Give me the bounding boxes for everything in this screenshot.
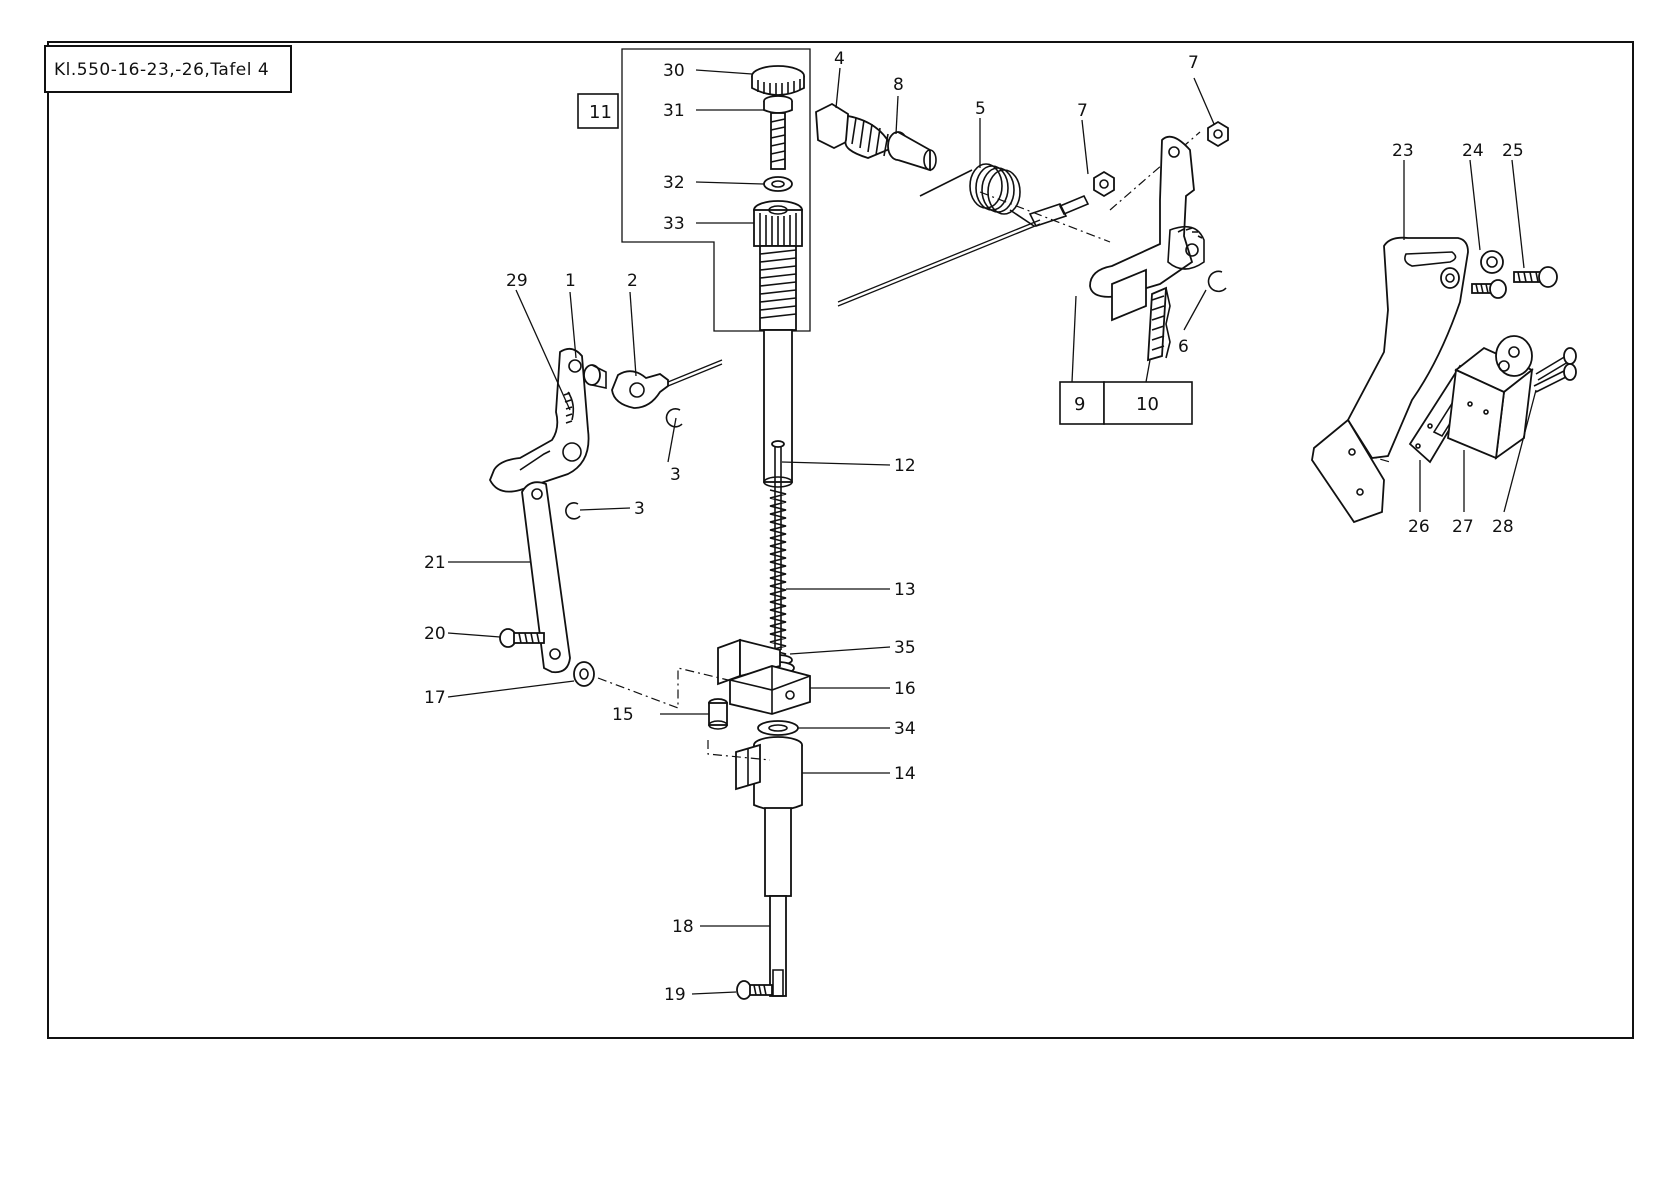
sheet-title: Kl.550-16-23,-26,Tafel 4: [54, 60, 269, 80]
callout-11: 11: [589, 102, 612, 123]
callout-31: 31: [663, 101, 685, 121]
cable-part: [837, 194, 1090, 307]
callout-23: 23: [1392, 141, 1414, 161]
spring-part: [769, 489, 787, 687]
callout-3a: 3: [670, 465, 681, 485]
bolt-part: [499, 628, 545, 648]
bolt-4-part: [815, 102, 894, 159]
segment-10-part: [1147, 286, 1171, 362]
callout-24: 24: [1462, 141, 1484, 161]
callout-1: 1: [565, 271, 576, 291]
callout-10: 10: [1136, 394, 1159, 415]
bracket-9-part: [1089, 135, 1205, 322]
assembly-9-10-box: 9 10: [1059, 381, 1193, 425]
sleeve-8-part: [887, 131, 937, 172]
washer-24-part: [1480, 250, 1504, 274]
callout-6: 6: [1178, 337, 1189, 357]
callout-34: 34: [894, 719, 916, 739]
screw-part: [763, 95, 793, 170]
callout-21: 21: [424, 553, 446, 573]
plate-23-part: [1311, 236, 1469, 524]
washer-part: [757, 720, 799, 736]
e-clip-link-part: [565, 502, 581, 520]
callout-33: 33: [663, 214, 685, 234]
screw-25b-part: [1471, 279, 1507, 299]
callout-7a: 7: [1077, 101, 1088, 121]
callout-17: 17: [424, 688, 446, 708]
callout-4: 4: [834, 49, 845, 69]
callout-27: 27: [1452, 517, 1474, 537]
callout-29: 29: [506, 271, 528, 291]
guide-block-part: [717, 638, 811, 715]
callout-3b: 3: [634, 499, 645, 519]
callout-5: 5: [975, 99, 986, 119]
assembly-11-box: 11: [577, 48, 811, 332]
washer-17-part: [573, 661, 595, 687]
callout-28: 28: [1492, 517, 1514, 537]
callout-9: 9: [1074, 394, 1085, 415]
callout-35: 35: [894, 638, 916, 658]
clamp-sleeve-part: [735, 736, 803, 811]
shaft-part: [764, 807, 792, 997]
e-clip-part: [665, 407, 683, 428]
callout-16: 16: [894, 679, 916, 699]
drawing-frame: [47, 41, 1634, 1039]
callout-labels: 30 31 32 33 12 13 35 16 34 14 15 18 19 2…: [424, 49, 1524, 1005]
callout-30: 30: [663, 61, 685, 81]
lever-1-part: [489, 347, 590, 493]
callout-18: 18: [672, 917, 694, 937]
callout-2: 2: [627, 271, 638, 291]
e-clip-6-part: [1207, 270, 1227, 293]
roller-part: [1495, 335, 1533, 377]
callout-7b: 7: [1188, 53, 1199, 73]
title-block: Kl.550-16-23,-26,Tafel 4: [44, 45, 292, 93]
knob-part: [751, 65, 805, 96]
spring-5-part: [919, 163, 1035, 227]
cable-eye-part: [611, 359, 723, 409]
callout-20: 20: [424, 624, 446, 644]
screw-25-part: [1513, 266, 1558, 288]
nut-part: [763, 176, 793, 192]
washer-plate-part: [1440, 267, 1460, 289]
callout-12: 12: [894, 456, 916, 476]
callout-8: 8: [893, 75, 904, 95]
screw-19-part: [736, 980, 773, 1000]
callout-25: 25: [1502, 141, 1524, 161]
nut-7b-part: [1207, 120, 1229, 148]
callout-14: 14: [894, 764, 916, 784]
link-21-part: [521, 481, 571, 674]
leader-lines: [447, 67, 1537, 995]
screws-28-part: [1533, 347, 1577, 393]
callout-15: 15: [612, 705, 634, 725]
callout-13: 13: [894, 580, 916, 600]
main-tube: [763, 329, 793, 488]
set-screw-part: [708, 698, 728, 730]
nut-7-part: [1093, 170, 1115, 198]
stud-part: [583, 364, 607, 389]
callout-26: 26: [1408, 517, 1430, 537]
callout-19: 19: [664, 985, 686, 1005]
adjusting-sleeve-part: [753, 200, 803, 331]
callout-32: 32: [663, 173, 685, 193]
